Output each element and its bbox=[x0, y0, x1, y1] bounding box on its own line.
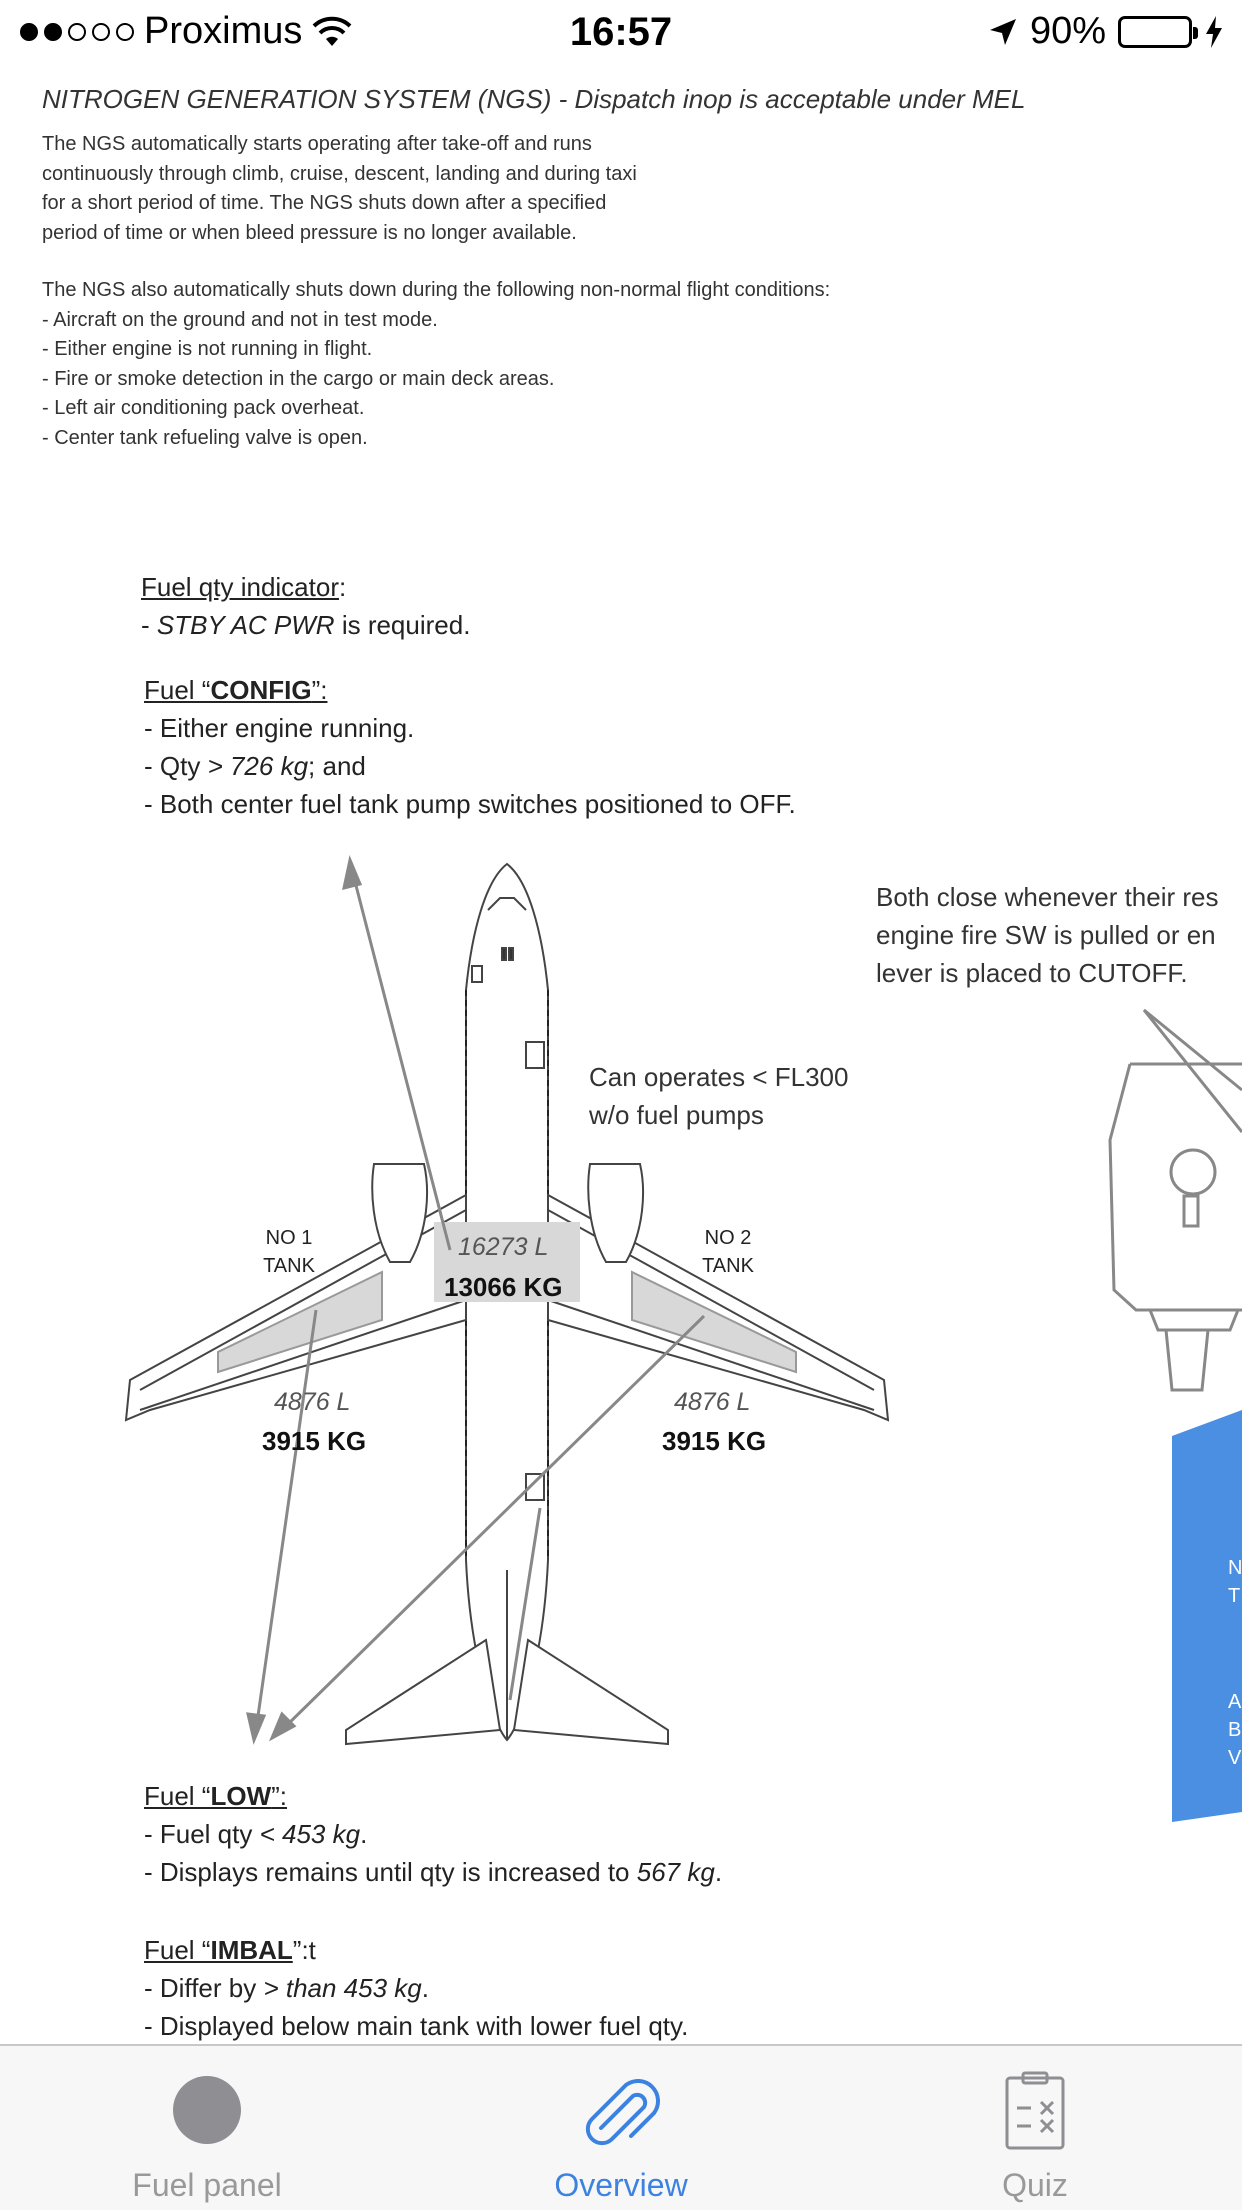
center-tank-kg: 13066 KG bbox=[444, 1272, 563, 1302]
no2-tank-label: NO 2 TANK bbox=[702, 1227, 754, 1277]
battery-percent: 90% bbox=[1029, 10, 1106, 52]
battery-icon bbox=[1118, 15, 1198, 48]
fuel-imbal-line1: - Differ by > than 453 kg. bbox=[144, 1973, 429, 2003]
no1-tank-label: NO 1 TANK bbox=[263, 1227, 315, 1277]
ngs-paragraph-1: The NGS automatically starts operating a… bbox=[42, 133, 637, 244]
fuel-qty-heading: Fuel qty indicator bbox=[141, 572, 339, 602]
clipboard-icon bbox=[1005, 2071, 1065, 2150]
tab-overview-label: Overview bbox=[554, 2167, 688, 2203]
left-tank-liters: 4876 L bbox=[274, 1388, 351, 1416]
status-right: 90% bbox=[988, 10, 1224, 53]
fuel-imbal-section: Fuel “IMBAL”:t - Differ by > than 453 kg… bbox=[144, 1931, 688, 2045]
can-operate-note: Can operates < FL300 w/o fuel pumps bbox=[589, 1062, 849, 1130]
tab-fuel-panel-label: Fuel panel bbox=[132, 2167, 282, 2203]
tab-quiz[interactable]: Quiz bbox=[828, 2046, 1242, 2210]
fuel-qty-rest: is required. bbox=[334, 610, 471, 640]
tab-quiz-label: Quiz bbox=[1002, 2167, 1068, 2203]
carrier-group: Proximus bbox=[20, 10, 352, 53]
fuel-config-line2: - Qty > 726 kg; and bbox=[144, 751, 366, 781]
left-tank-kg: 3915 KG bbox=[262, 1426, 367, 1456]
clock: 16:57 bbox=[569, 10, 673, 54]
right-tank-liters: 4876 L bbox=[674, 1388, 751, 1416]
center-tank-liters: 16273 L bbox=[458, 1233, 549, 1261]
fuel-qty-section: Fuel qty indicator: - STBY AC PWR is req… bbox=[141, 572, 471, 640]
fuel-low-line1: - Fuel qty < 453 kg. bbox=[144, 1819, 368, 1849]
right-tank-kg: 3915 KG bbox=[662, 1426, 767, 1456]
charging-bolt-icon bbox=[1206, 15, 1222, 48]
paperclip-icon bbox=[585, 2079, 660, 2146]
fuel-config-line3: - Both center fuel tank pump switches po… bbox=[144, 789, 796, 819]
fuel-low-section: Fuel “LOW”: - Fuel qty < 453 kg. - Displ… bbox=[144, 1777, 722, 1891]
carrier-name: Proximus bbox=[144, 10, 303, 52]
ngs-paragraph-2: The NGS also automatically shuts down du… bbox=[42, 279, 831, 449]
wifi-icon bbox=[312, 16, 352, 46]
fuel-config-section: Fuel “CONFIG”: - Either engine running. … bbox=[144, 671, 796, 823]
tab-overview[interactable]: Overview bbox=[414, 2046, 828, 2210]
fuel-config-line1: - Either engine running. bbox=[144, 713, 415, 743]
fuel-low-heading: Fuel “LOW”: bbox=[144, 1781, 288, 1811]
shutoff-note: Both close whenever their res engine fir… bbox=[876, 882, 1219, 988]
circle-icon bbox=[173, 2076, 241, 2144]
aircraft-fuel-diagram bbox=[124, 854, 1242, 1822]
fuel-low-line2: - Displays remains until qty is increase… bbox=[144, 1857, 723, 1887]
ngs-title: NITROGEN GENERATION SYSTEM (NGS) - Dispa… bbox=[42, 84, 1026, 114]
signal-icon bbox=[20, 22, 134, 41]
fuel-config-heading: Fuel “CONFIG”: bbox=[144, 675, 328, 705]
fuel-qty-em: STBY AC PWR bbox=[156, 610, 335, 640]
location-arrow-icon bbox=[989, 18, 1016, 45]
fuel-imbal-line2: - Displayed below main tank with lower f… bbox=[144, 2011, 689, 2041]
tab-fuel-panel[interactable]: Fuel panel bbox=[0, 2046, 414, 2210]
blue-panel bbox=[1172, 1410, 1242, 1822]
status-bar: Proximus 16:57 90% bbox=[0, 0, 1242, 66]
tab-bar: Fuel panel Overview Quiz bbox=[0, 2044, 1242, 2210]
fuel-imbal-heading: Fuel “IMBAL bbox=[144, 1935, 293, 1965]
